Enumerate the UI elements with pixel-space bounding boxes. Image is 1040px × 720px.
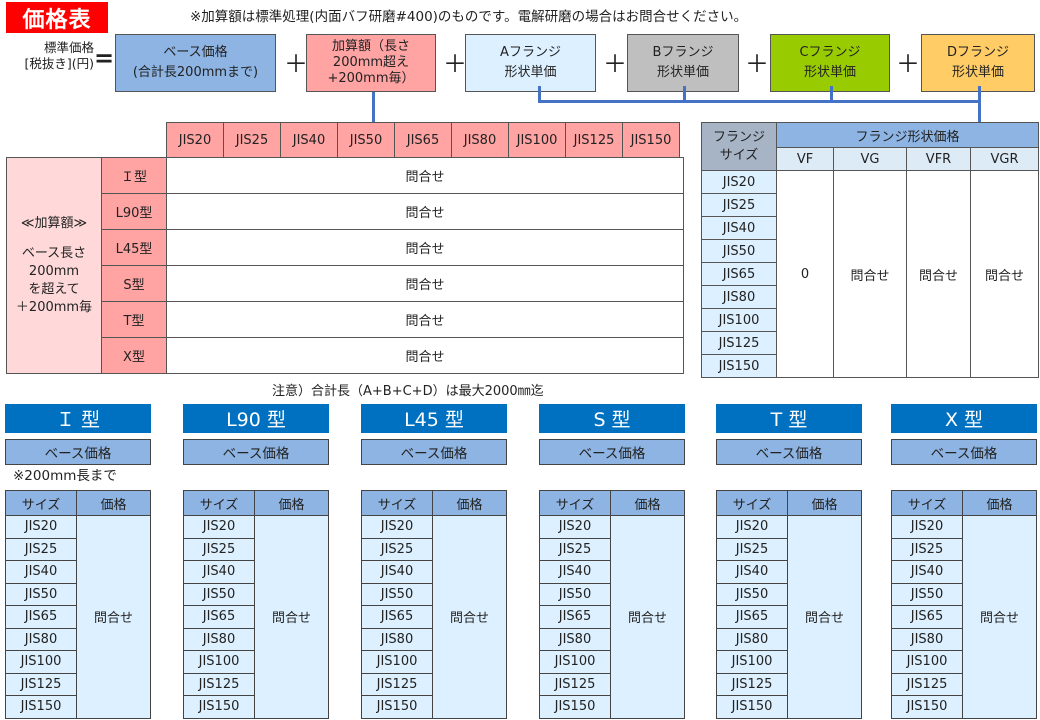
- table-row: T型問合せ: [7, 301, 684, 338]
- formula-addition: 加算額（長さ 200mm超え +200mm毎）: [306, 34, 436, 92]
- length-note: [539, 465, 685, 487]
- base-price-label: ベース価格: [891, 439, 1037, 465]
- table-row: L90型問合せ: [7, 193, 684, 230]
- formula-d-flange: Dフランジ 形状単価: [921, 34, 1035, 92]
- table-row: L45型問合せ: [7, 229, 684, 266]
- length-note: [183, 465, 329, 487]
- table-row: ≪加算額≫ ベース長さ 200mm を超えて ＋200mm毎 Ｉ型 問合せ: [6, 157, 684, 374]
- plus-sign: ＋: [896, 50, 920, 78]
- length-caution: 注意）合計長（A+B+C+D）は最大2000㎜迄: [272, 384, 544, 399]
- plus-sign: ＋: [443, 50, 467, 78]
- formula-b-flange: Bフランジ 形状単価: [627, 34, 739, 92]
- base-price-label: ベース価格: [5, 439, 151, 465]
- type-title: L45 型: [361, 404, 507, 433]
- addition-table: ≪加算額≫ ベース長さ 200mm を超えて ＋200mm毎 Ｉ型 問合せ L9…: [6, 157, 684, 374]
- addition-size-header: JIS20 JIS25 JIS40 JIS50 JIS65 JIS80 JIS1…: [166, 122, 680, 158]
- connector-line: [683, 86, 686, 102]
- base-price-label: ベース価格: [539, 439, 685, 465]
- equals-sign: =: [94, 44, 115, 72]
- standard-price-label: 標準価格 [税抜き](円): [24, 40, 94, 71]
- formula-c-flange: Cフランジ 形状単価: [770, 34, 890, 92]
- table-row: JIS20 0 問合せ 問合せ 問合せ: [701, 170, 1039, 378]
- formula-a-flange: Aフランジ 形状単価: [465, 34, 596, 92]
- type-title: S 型: [539, 404, 685, 433]
- table-row: S型問合せ: [7, 265, 684, 302]
- table-row: JIS150: [701, 354, 1039, 378]
- base-price-label: ベース価格: [716, 439, 862, 465]
- connector-line: [830, 86, 833, 102]
- base-price-label: ベース価格: [361, 439, 507, 465]
- type-title: T 型: [716, 404, 862, 433]
- length-note: [361, 465, 507, 487]
- plus-sign: ＋: [745, 50, 769, 78]
- connector-line: [372, 92, 375, 123]
- plus-sign: ＋: [603, 50, 627, 78]
- table-row: JIS25: [701, 193, 1039, 217]
- table-row: JIS65: [701, 262, 1039, 286]
- length-note: ※200mm長まで: [13, 468, 117, 484]
- formula-base-price: ベース価格 (合計長200mmまで): [115, 34, 276, 92]
- length-note: [891, 465, 1037, 487]
- type-title: Ｉ 型: [5, 404, 151, 433]
- type-title: L90 型: [183, 404, 329, 433]
- type-title: X 型: [891, 404, 1037, 433]
- length-note: [716, 465, 862, 487]
- flange-size-header: フランジ サイズ: [701, 122, 777, 171]
- table-row: JIS80: [701, 285, 1039, 309]
- table-row: JIS100: [701, 308, 1039, 332]
- connector-line: [538, 86, 541, 102]
- table-row: JIS50: [701, 239, 1039, 263]
- plus-sign: ＋: [284, 50, 308, 78]
- connector-line: [538, 100, 981, 103]
- flange-price-table: フランジ サイズ フランジ形状価格 VF VG VFR VGR JIS20 0 …: [701, 122, 1039, 378]
- base-price-label: ベース価格: [183, 439, 329, 465]
- addition-label: ≪加算額≫ ベース長さ 200mm を超えて ＋200mm毎: [6, 157, 102, 374]
- connector-line: [978, 86, 981, 123]
- table-row: X型問合せ: [7, 337, 684, 374]
- processing-note: ※加算額は標準処理(内面バフ研磨#400)のものです。電解研磨の場合はお問合せく…: [190, 9, 748, 25]
- page-title: 価格表: [6, 2, 108, 33]
